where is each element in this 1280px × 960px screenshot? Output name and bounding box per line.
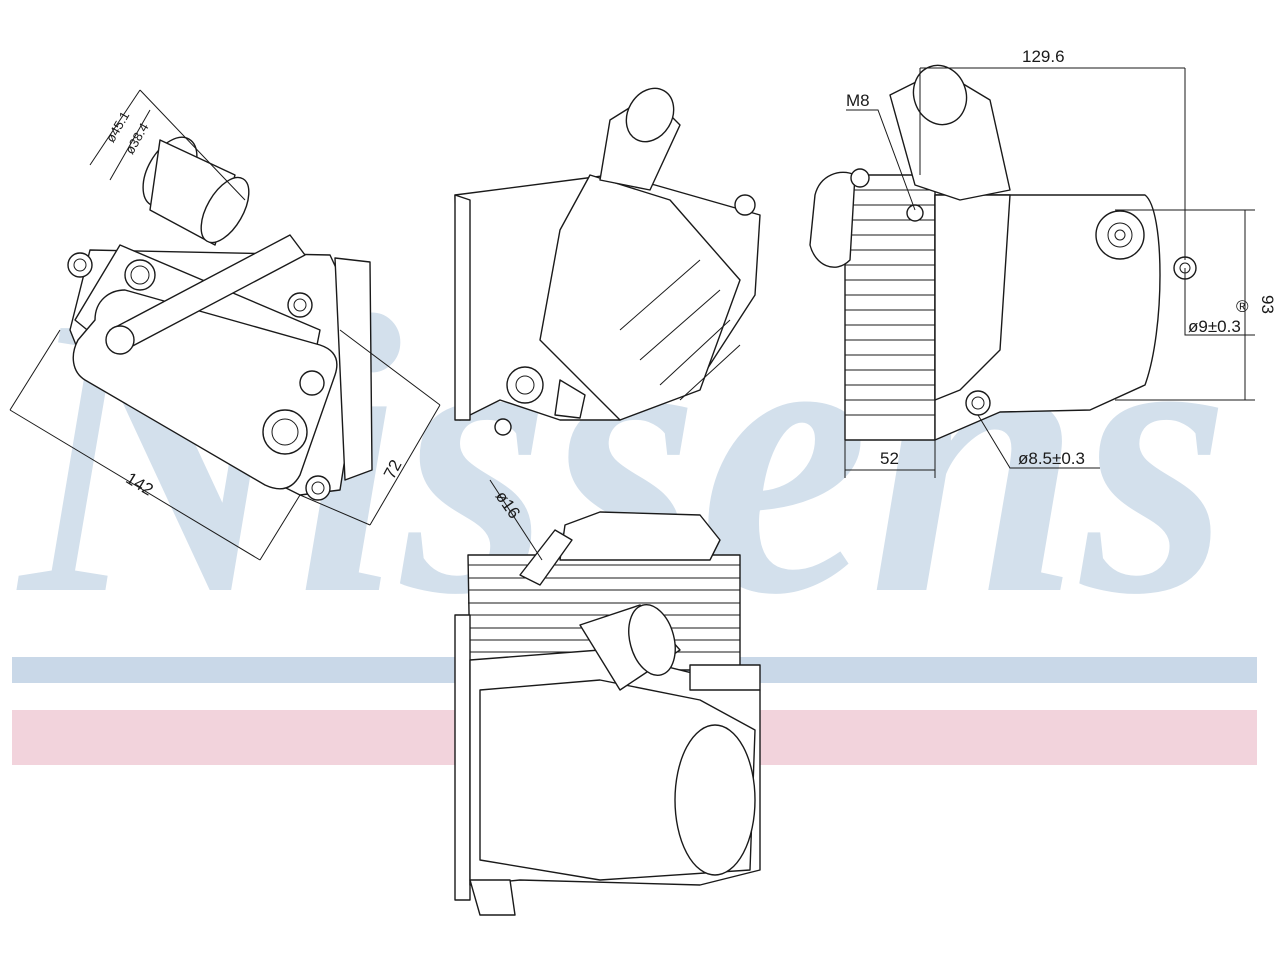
dim-129-6: 129.6 (1022, 47, 1065, 66)
dim-d8-5: ø8.5±0.3 (1018, 449, 1085, 468)
dim-93: 93 (1258, 295, 1277, 314)
dim-d9: ø9±0.3 (1188, 317, 1241, 336)
dim-m8: M8 (846, 91, 870, 110)
view-top-right (809, 64, 1255, 478)
registered-mark: ® (1236, 297, 1249, 316)
view-top-left (9, 89, 441, 561)
view-top-middle (454, 87, 761, 436)
view-bottom (454, 479, 761, 916)
dim-52: 52 (880, 449, 899, 468)
